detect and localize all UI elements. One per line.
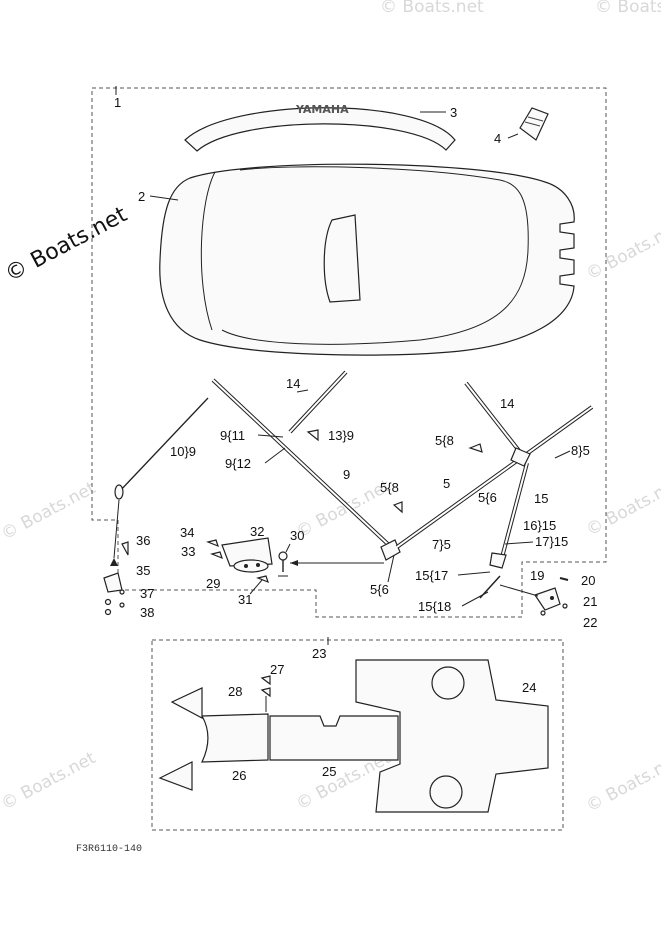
callout-5-6a: 5{6 — [478, 490, 497, 505]
callout-15-18: 15{18 — [418, 599, 451, 614]
watermark-main: © Boats.net — [1, 202, 132, 287]
left-clip-assembly: 36 35 37 38 — [103, 533, 154, 620]
callout-3: 3 — [450, 105, 457, 120]
callout-21: 21 — [583, 594, 597, 609]
watermark-top-2: © Boats.net — [595, 0, 661, 17]
callout-24: 24 — [522, 680, 536, 695]
callout-15-17: 15{17 — [415, 568, 448, 583]
watermark-right-1: © Boats.net — [583, 218, 661, 285]
callout-9-12: 9{12 — [225, 456, 251, 471]
callout-34: 34 — [180, 525, 194, 540]
callout-33: 33 — [181, 544, 195, 559]
callout-8-5: 8}5 — [571, 443, 590, 458]
callout-7-5: 7}5 — [432, 537, 451, 552]
callout-32: 32 — [250, 524, 264, 539]
right-pole-assembly: 14 5{8 8}5 5{8 5 5{6 15 16}15 7}5 17}15 … — [370, 381, 594, 614]
callout-31: 31 — [238, 592, 252, 607]
watermark-top-1: © Boats.net — [380, 0, 484, 17]
callout-19: 19 — [530, 568, 544, 583]
callout-15: 15 — [534, 491, 548, 506]
callout-25: 25 — [322, 764, 336, 779]
callout-1: 1 — [114, 95, 121, 110]
callout-14a: 14 — [286, 376, 300, 391]
callout-27: 27 — [270, 662, 284, 677]
diagram-code: F3R6110-140 — [76, 844, 142, 855]
callout-2: 2 — [138, 189, 145, 204]
callout-26: 26 — [232, 768, 246, 783]
callout-22: 22 — [583, 615, 597, 630]
label-tag-part: 4 — [494, 107, 549, 146]
callout-30: 30 — [290, 528, 304, 543]
callout-9-11: 9{11 — [220, 428, 245, 443]
watermark-right-2: © Boats.net — [583, 474, 661, 541]
callout-5-8a: 5{8 — [435, 433, 454, 448]
callout-28: 28 — [228, 684, 242, 699]
left-pole-assembly: 14 9{11 13}9 9{12 10}9 9 — [113, 370, 401, 561]
callout-5: 5 — [443, 476, 450, 491]
hinge-bracket-assembly: 19 20 21 22 — [499, 568, 597, 630]
callout-5-8b: 5{8 — [380, 480, 399, 495]
callout-38: 38 — [140, 605, 154, 620]
callout-29: 29 — [206, 576, 220, 591]
center-bracket-assembly: 34 32 33 29 31 30 — [180, 524, 384, 607]
callout-4: 4 — [494, 131, 501, 146]
callout-14b: 14 — [500, 396, 514, 411]
cover-band-part: YAMAHA 3 — [184, 103, 457, 152]
callout-37: 37 — [140, 586, 154, 601]
callout-20: 20 — [581, 573, 595, 588]
watermark-right-3: © Boats.net — [583, 750, 661, 817]
watermark-left-2: © Boats.net — [0, 478, 99, 545]
callout-17-15: 17}15 — [535, 534, 568, 549]
watermark-left-3: © Boats.net — [0, 748, 99, 815]
callout-35: 35 — [136, 563, 150, 578]
mooring-cover-part: 2 — [138, 163, 575, 356]
callout-13-9: 13}9 — [328, 428, 354, 443]
callout-16-15: 16}15 — [523, 518, 556, 533]
upper-assembly-boundary — [91, 87, 607, 618]
callout-36: 36 — [136, 533, 150, 548]
callout-5-6b: 5{6 — [370, 582, 389, 597]
callout-9: 9 — [343, 467, 350, 482]
brand-logo: YAMAHA — [295, 103, 349, 116]
mat-kit-parts: 24 25 26 27 28 — [158, 659, 549, 813]
mat-kit-boundary — [151, 639, 564, 831]
callout-23: 23 — [312, 646, 326, 661]
callout-10-9: 10}9 — [170, 444, 196, 459]
